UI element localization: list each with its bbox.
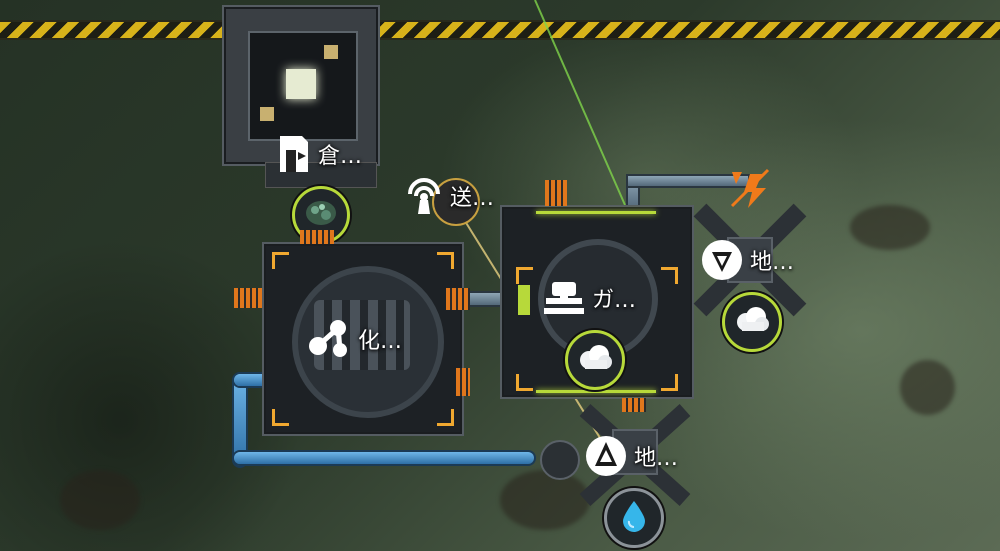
water-pipe-vertical	[234, 374, 246, 466]
water-pipe-horizontal	[234, 452, 534, 464]
extractor-top-output-badge[interactable]	[722, 292, 782, 352]
gas-machine-label-text: ガ…	[592, 288, 637, 313]
corner-marker	[516, 267, 533, 284]
corner-marker	[437, 409, 454, 426]
transmitter-base[interactable]	[432, 178, 480, 226]
warehouse-building[interactable]	[222, 5, 380, 166]
extractor-top-frame[interactable]	[690, 200, 810, 320]
connector-marker	[518, 285, 530, 315]
corner-marker	[272, 409, 289, 426]
laser-green	[534, 0, 626, 206]
gas-pipe-vertical	[628, 178, 638, 208]
warehouse-light	[286, 69, 316, 99]
extractor-bottom-label-text: 地…	[634, 446, 679, 471]
dirt-patch	[60, 470, 140, 530]
chemical-plant-building[interactable]	[262, 242, 464, 436]
output-port	[456, 368, 470, 396]
extractor-top-label[interactable]: 地…	[700, 238, 794, 282]
water-drop-icon	[620, 499, 648, 537]
chemical-plant-label-text: 化…	[358, 329, 403, 354]
extractor-top-label-text: 地…	[750, 250, 795, 275]
dirt-patch	[500, 470, 590, 530]
extractor-bottom-output-badge[interactable]	[604, 488, 664, 548]
dirt-patch	[900, 360, 955, 415]
input-port	[545, 180, 567, 206]
extractor-bottom-label[interactable]: 地…	[584, 434, 678, 478]
water-pipe-stub	[234, 374, 270, 386]
warehouse-icon	[276, 134, 312, 174]
drill-up-icon	[584, 434, 628, 478]
output-port	[446, 288, 470, 310]
gas-output-badge[interactable]	[565, 330, 625, 390]
status-bar	[536, 211, 656, 214]
input-port	[622, 398, 646, 412]
warehouse-label[interactable]: 倉…	[276, 134, 362, 174]
dirt-patch	[850, 205, 930, 250]
drill-down-icon	[700, 238, 744, 282]
input-port	[300, 230, 334, 244]
corner-marker	[437, 252, 454, 269]
gas-pipe-horizontal	[628, 176, 748, 186]
chemical-icon	[306, 316, 352, 362]
cloud-icon	[577, 344, 613, 376]
status-bar	[536, 390, 656, 393]
connector-pipe	[462, 293, 502, 305]
corner-marker	[516, 374, 533, 391]
power-warning-icon	[728, 166, 774, 216]
gas-machine-icon	[542, 280, 586, 316]
corner-marker	[272, 252, 289, 269]
transmitter-label-text: 送…	[450, 186, 495, 211]
warehouse-marker	[324, 45, 338, 59]
chemical-plant-label[interactable]: 化…	[306, 316, 402, 362]
input-port	[234, 288, 262, 308]
gas-machine-label[interactable]: ガ…	[542, 280, 636, 316]
cloud-icon	[734, 306, 770, 338]
corner-marker	[661, 374, 678, 391]
corner-marker	[661, 267, 678, 284]
antenna-icon	[404, 176, 444, 216]
transmitter-label[interactable]: 送…	[404, 176, 494, 216]
warehouse-label-text: 倉…	[318, 144, 363, 169]
ore-chunk-icon	[304, 198, 338, 232]
warehouse-marker	[260, 107, 274, 121]
pipe-junction	[540, 440, 580, 480]
